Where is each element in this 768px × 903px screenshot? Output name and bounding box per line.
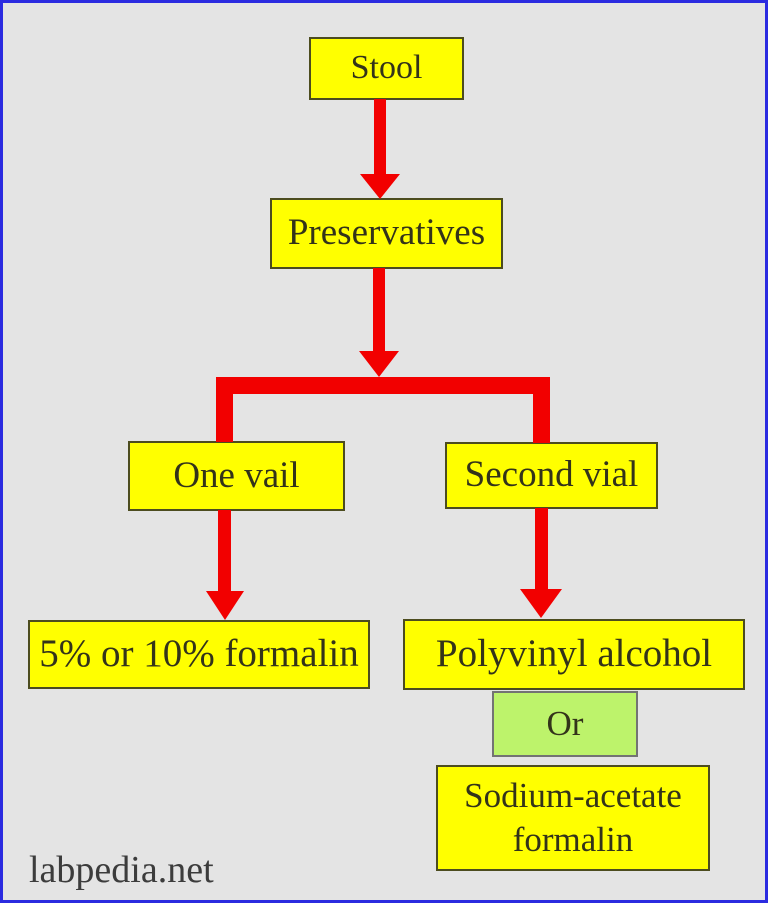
branch-horizontal-bar	[216, 377, 550, 394]
node-polyvinyl-alcohol: Polyvinyl alcohol	[403, 619, 745, 690]
branch-right-drop-line	[533, 377, 550, 443]
node-sodium-acetate-formalin: Sodium-acetate formalin	[436, 765, 710, 871]
arrow-one-vial-to-formalin-line	[218, 510, 231, 591]
arrow-second-vial-to-polyvinyl-line	[535, 508, 548, 589]
arrow-second-vial-to-polyvinyl-head-icon	[520, 589, 562, 621]
node-stool: Stool	[309, 37, 464, 100]
node-preservatives: Preservatives	[270, 198, 503, 269]
arrow-preservatives-to-branch-line	[373, 268, 385, 351]
node-second-vial: Second vial	[445, 442, 658, 509]
node-or-connector: Or	[492, 691, 638, 757]
branch-left-drop-line	[216, 377, 233, 442]
watermark-labpedia: labpedia.net	[29, 849, 214, 891]
arrow-stool-to-preservatives-head-icon	[360, 174, 400, 202]
node-one-vial: One vail	[128, 441, 345, 511]
arrow-one-vial-to-formalin-head-icon	[206, 591, 244, 623]
node-formalin: 5% or 10% formalin	[28, 620, 370, 689]
arrow-stool-to-preservatives-line	[374, 99, 386, 175]
arrow-preservatives-to-branch-head-icon	[359, 351, 399, 380]
